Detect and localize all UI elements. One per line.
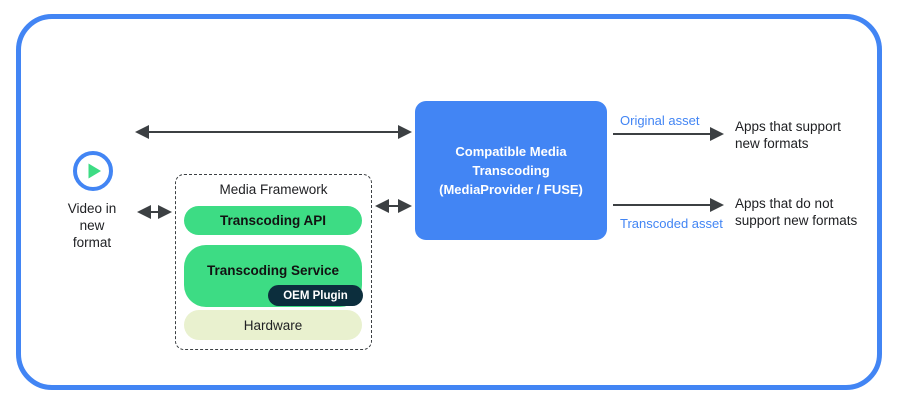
video-source-label: Video in new format xyxy=(67,201,117,250)
compatible-media-transcoding-box[interactable]: Compatible Media Transcoding (MediaProvi… xyxy=(415,101,607,240)
media-framework-title: Media Framework xyxy=(219,182,328,197)
oem-plugin-badge[interactable]: OEM Plugin xyxy=(268,285,363,306)
transcoded-asset-label: Transcoded asset xyxy=(620,216,723,231)
apps-supporting-formats-label: Apps that support new formats xyxy=(735,119,841,151)
hardware-block[interactable]: Hardware xyxy=(184,310,362,340)
play-circle-icon xyxy=(73,151,113,191)
apps-not-supporting-formats-label: Apps that do not support new formats xyxy=(735,196,858,228)
transcoding-api-block[interactable]: Transcoding API xyxy=(184,206,362,235)
original-asset-label: Original asset xyxy=(620,113,700,128)
media-framework-box xyxy=(175,174,372,350)
